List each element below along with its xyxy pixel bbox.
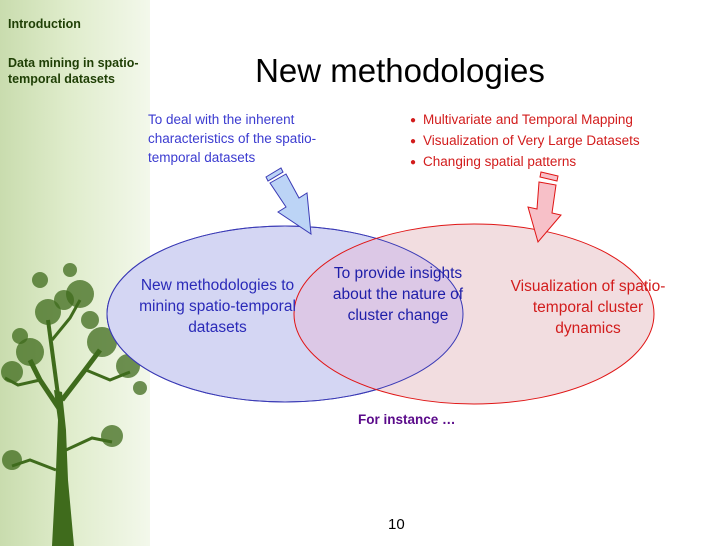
sidebar: Introduction Data mining in spatio-tempo… — [0, 0, 150, 546]
left-note: To deal with the inherent characteristic… — [148, 112, 317, 165]
right-arrow — [527, 171, 562, 244]
bullet-item: Changing spatial patterns — [410, 152, 640, 173]
sidebar-section-title: Introduction — [8, 17, 81, 31]
left-circle-label: New methodologies to mining spatio-tempo… — [139, 277, 296, 336]
right-circle-label: Visualization of spatio-temporal cluster… — [510, 278, 666, 337]
sidebar-subsection-title: Data mining in spatio-temporal datasets — [8, 56, 139, 86]
intersection-label: To provide insights about the nature of … — [332, 265, 464, 324]
page-number: 10 — [388, 516, 405, 533]
slide-title: New methodologies — [255, 52, 545, 89]
bullet-item: Visualization of Very Large Datasets — [410, 131, 640, 152]
left-arrow — [265, 167, 312, 236]
bullet-list: Multivariate and Temporal Mapping Visual… — [410, 110, 640, 173]
bullet-item: Multivariate and Temporal Mapping — [410, 110, 640, 131]
tree-illustration — [1, 263, 147, 546]
footer-note: For instance … — [358, 412, 456, 427]
overlap-region — [294, 226, 463, 402]
